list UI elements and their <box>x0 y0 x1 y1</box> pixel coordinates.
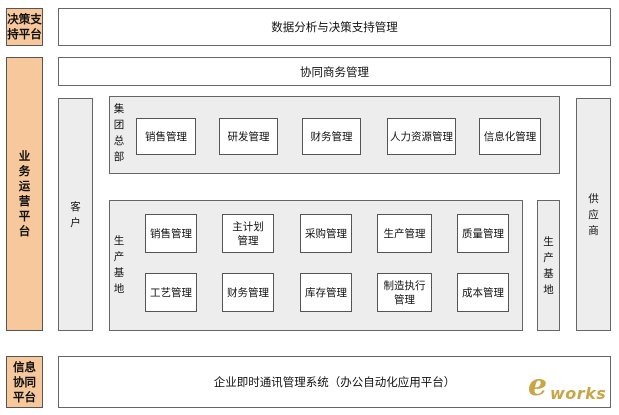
operations-platform-label: 业 务 运 营 平 台 <box>6 57 43 331</box>
hq-module-hr: 人力资源管理 <box>387 118 456 155</box>
im-system-bar: 企业即时通讯管理系统（办公自动化应用平台） <box>58 356 611 408</box>
pb-module-finance: 财务管理 <box>222 273 274 312</box>
eworks-watermark-logo: e works <box>528 368 607 403</box>
info-collab-platform-label: 信息 协同 平台 <box>6 356 43 408</box>
hq-module-finance: 财务管理 <box>302 118 361 155</box>
pb-module-process: 工艺管理 <box>145 273 197 312</box>
pb-module-sales: 销售管理 <box>145 214 197 253</box>
production-base-label: 生 产 基 地 <box>113 235 125 295</box>
pb-module-purchasing: 采购管理 <box>300 214 352 253</box>
hq-module-sales: 销售管理 <box>136 118 196 155</box>
pb-module-quality: 质量管理 <box>457 214 509 253</box>
hq-label: 集 团 总 部 <box>113 103 125 163</box>
pb-module-master-plan: 主计划 管理 <box>222 214 274 253</box>
pb-module-inventory: 库存管理 <box>300 273 352 312</box>
supplier-label: 供 应 商 <box>576 98 611 331</box>
decision-support-bar: 数据分析与决策支持管理 <box>58 8 611 46</box>
hq-module-rnd: 研发管理 <box>219 118 278 155</box>
decision-platform-label: 决策支 持平台 <box>6 8 43 46</box>
hq-module-it: 信息化管理 <box>479 118 541 155</box>
pb-module-mes: 制造执行 管理 <box>377 273 432 312</box>
pb-module-cost: 成本管理 <box>457 273 509 312</box>
customer-label: 客 户 <box>58 98 93 331</box>
pb-module-production: 生产管理 <box>377 214 432 253</box>
collaborative-business-bar: 协同商务管理 <box>58 57 611 86</box>
production-base-right-label: 生 产 基 地 <box>537 200 560 331</box>
